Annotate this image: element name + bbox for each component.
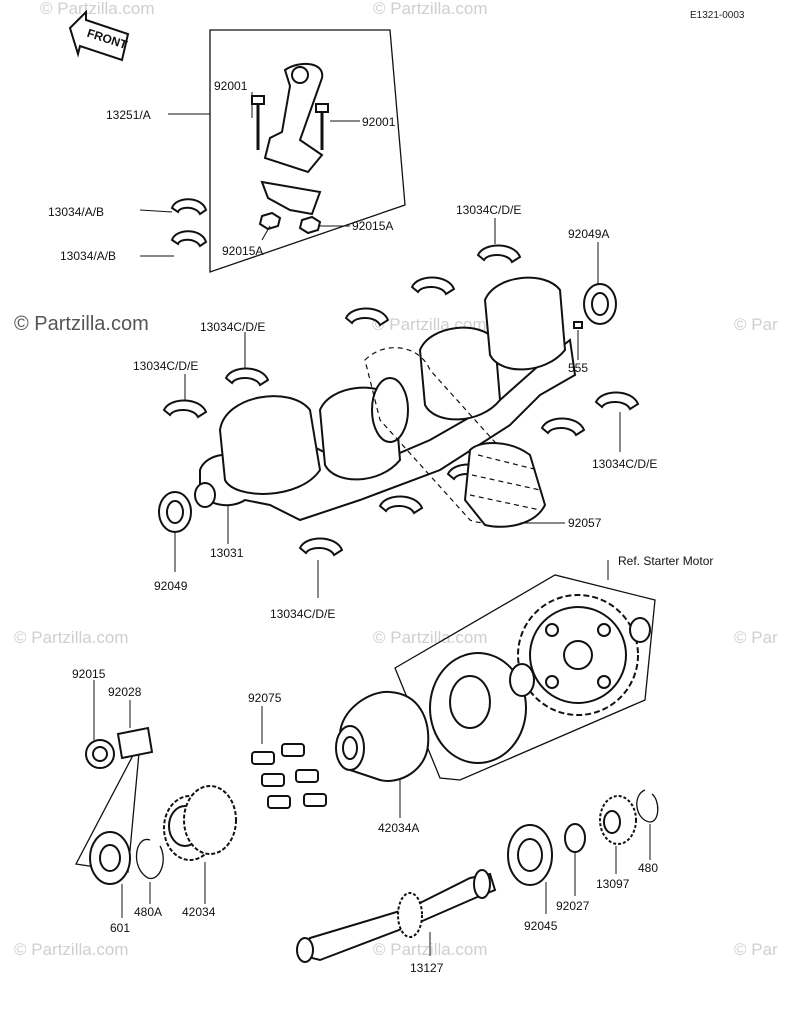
part-label: 92057 xyxy=(568,516,602,530)
cam-chain xyxy=(463,442,565,528)
part-label: 42034 xyxy=(182,905,216,919)
part-label: 13034/A/B xyxy=(60,249,116,263)
part-label: 92045 xyxy=(524,919,558,933)
part-label: 13034C/D/E xyxy=(592,457,657,471)
part-label: 92015A xyxy=(352,219,393,233)
starter-clutch-group xyxy=(75,560,656,918)
watermark: © Par xyxy=(734,628,778,647)
connecting-rod-assembly xyxy=(168,29,406,273)
part-label: 92015A xyxy=(222,244,263,258)
part-label: 92049 xyxy=(154,579,188,593)
part-label: 13034C/D/E xyxy=(200,320,265,334)
part-label: 92028 xyxy=(108,685,142,699)
part-label: 480 xyxy=(638,861,658,875)
diagram-code: E1321-0003 xyxy=(690,10,745,21)
part-label: 555 xyxy=(568,361,588,375)
watermark: © Partzilla.com xyxy=(373,0,488,18)
pin-555 xyxy=(573,321,583,360)
part-label: 92075 xyxy=(248,691,282,705)
part-label: 92001 xyxy=(362,115,396,129)
part-label: 480A xyxy=(134,905,162,919)
front-arrow-icon: FRONT xyxy=(68,9,130,62)
part-label: 92027 xyxy=(556,899,590,913)
part-label: 601 xyxy=(110,921,130,935)
watermark: © Partzilla.com xyxy=(40,0,155,18)
part-label: 13031 xyxy=(210,546,244,560)
bearing-shell-small xyxy=(139,198,208,257)
part-label: 13097 xyxy=(596,877,630,891)
part-label: 92001 xyxy=(214,79,248,93)
watermark: © Partzilla.com xyxy=(14,628,129,647)
watermark-strong: © Partzilla.com xyxy=(14,313,149,335)
part-label: 13251/A xyxy=(106,108,151,122)
shaft-group xyxy=(296,789,659,963)
watermark: © Partzilla.com xyxy=(14,940,129,959)
part-label: 13034C/D/E xyxy=(456,203,521,217)
part-label: 13034C/D/E xyxy=(270,607,335,621)
part-labels: 13251/A 92001 92001 13034/A/B 13034/A/B … xyxy=(48,79,713,975)
part-label: 13034C/D/E xyxy=(133,359,198,373)
part-label: 42034A xyxy=(378,821,419,835)
oil-seal-left xyxy=(158,491,192,572)
part-label: 92049A xyxy=(568,227,609,241)
watermark: © Partzilla.com xyxy=(373,628,488,647)
part-label: 13127 xyxy=(410,961,444,975)
watermark: © Par xyxy=(734,940,778,959)
ref-note: Ref. Starter Motor xyxy=(618,554,713,568)
part-label: 92015 xyxy=(72,667,106,681)
oil-seal-right xyxy=(583,242,617,325)
part-label: 13034/A/B xyxy=(48,205,104,219)
crankshaft xyxy=(194,276,577,544)
watermark: © Par xyxy=(734,315,778,334)
